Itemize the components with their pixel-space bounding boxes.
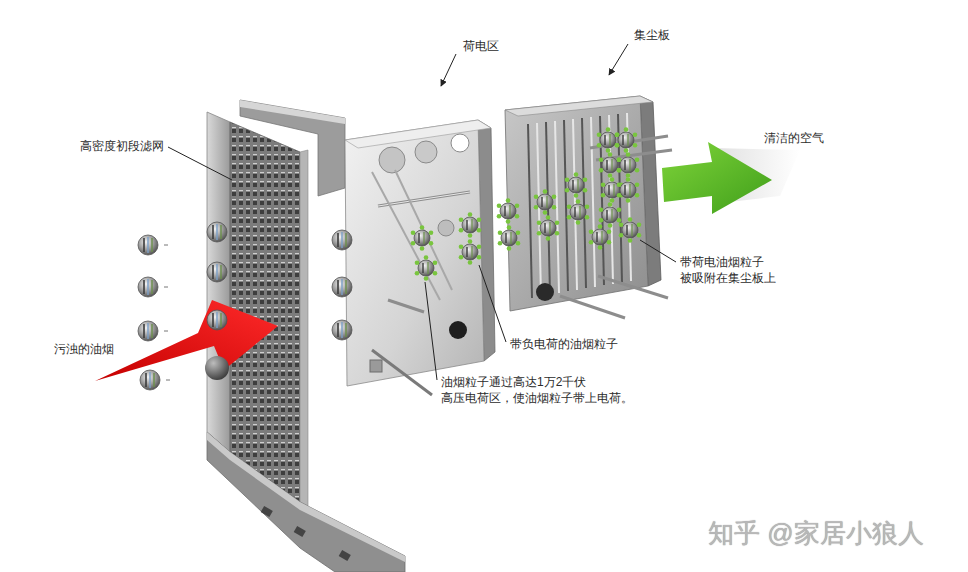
flow-label: 清洁的空气 [764,130,824,146]
watermark: 知乎 @家居小狼人 [708,516,924,551]
filter-hood-top [240,100,345,124]
collector-fins [528,113,631,298]
flow-label: 污浊的油烟 [54,341,114,357]
collector-port [536,283,554,301]
rail-slot [294,526,306,537]
collector-top [505,96,653,116]
minus-marks [164,245,170,380]
callout-note: 带荷电油烟粒子 被吸附在集尘板上 [680,254,800,286]
leader-arrow [609,44,628,75]
rail-slot [261,506,273,517]
leader-line [640,240,676,262]
oil-particles [138,222,352,390]
dirty-air-arrow [95,300,278,381]
electrode-rod [378,192,470,206]
collector-rod [598,276,668,298]
filter-frame [207,112,230,452]
plate-port [449,321,467,339]
charging-plate [345,120,495,395]
charged-particles [411,127,642,281]
filter-rail-top [207,432,405,562]
clean-air-arrow [662,142,772,214]
collector-plate [505,96,672,318]
plate-hole [379,147,405,173]
plate-hole [438,220,454,236]
part-label: 荷电区 [463,38,499,54]
part-label: 集尘板 [634,27,670,43]
filter-edge [300,150,308,506]
part-label: 高密度初段滤网 [80,138,164,154]
electrode-rod [388,300,424,312]
collector-rod [560,296,625,318]
leader-arrow [441,54,456,86]
filter-rail [207,432,405,572]
callout-note: 带负电荷的油烟粒子 [510,336,618,352]
electrode-rod [378,192,470,206]
plate-hole [451,134,469,152]
electrode-wire [395,170,452,290]
leader-line [168,147,232,180]
plate-face [345,120,484,386]
plate-foot [370,360,382,372]
plate-hole [415,141,437,163]
rail-slot [339,550,351,561]
leader-lines [168,44,676,380]
leader-line [479,265,506,342]
leader-line [425,282,437,380]
callout-note: 油烟粒子通过高达1万2千伏 高压电荷区，使油烟粒子带上电荷。 [441,374,653,406]
collector-face [505,96,648,311]
